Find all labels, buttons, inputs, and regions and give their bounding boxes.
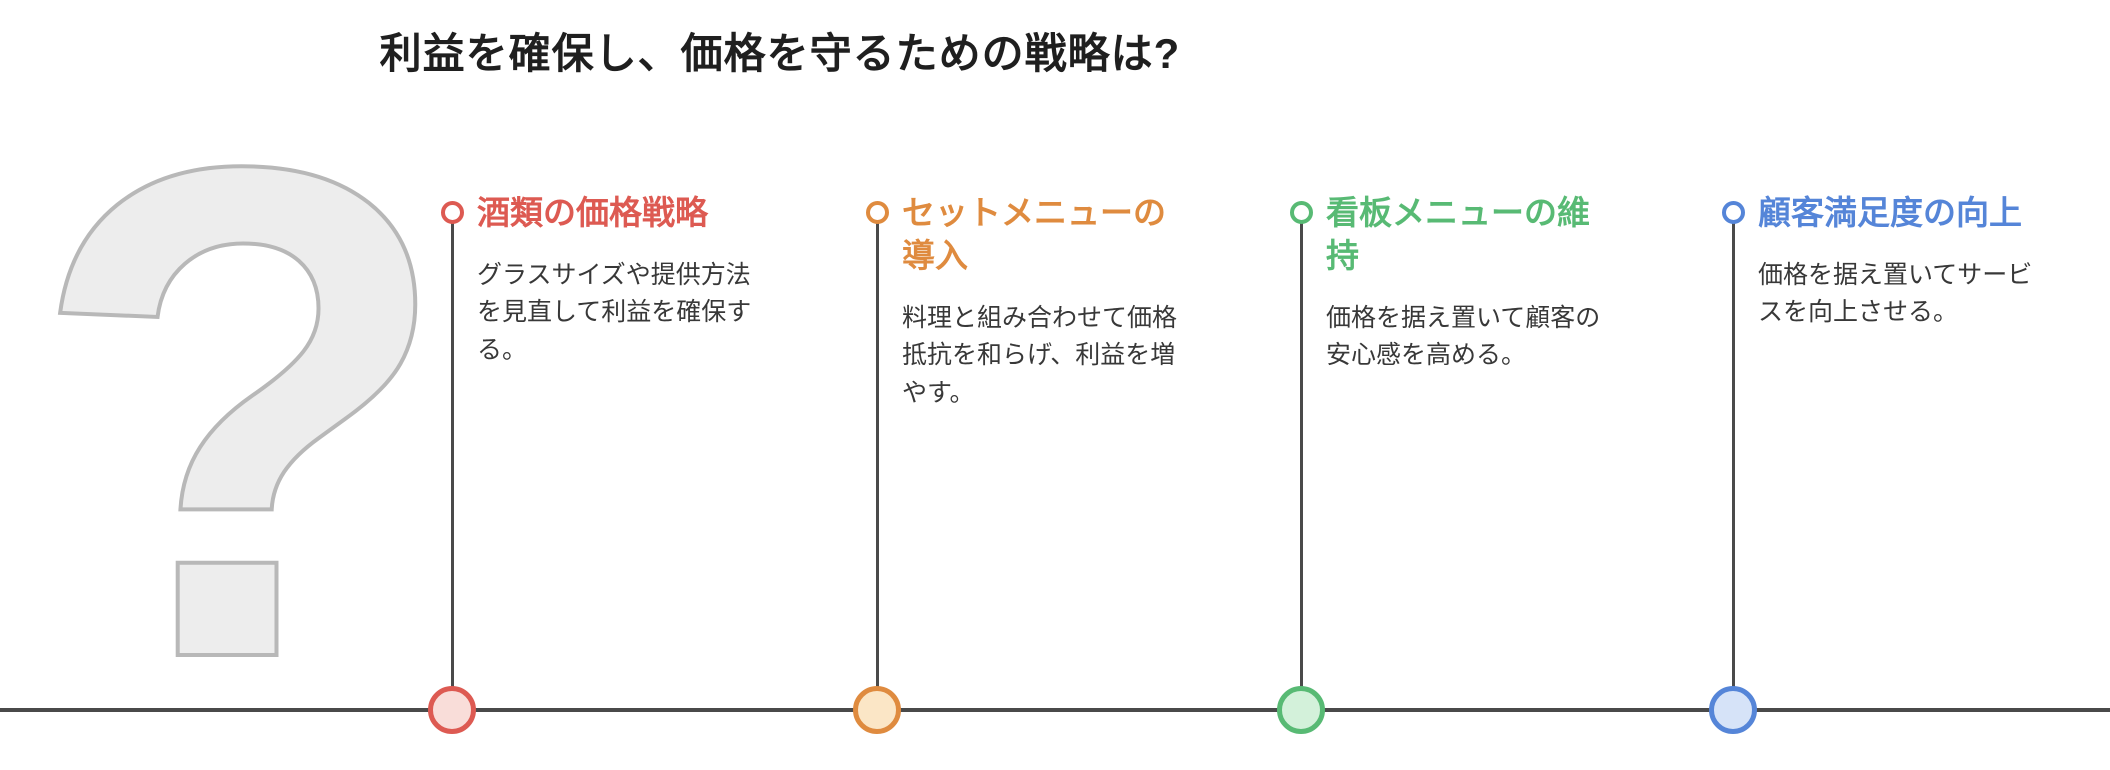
timeline-top-marker-icon: [441, 201, 464, 224]
item-heading: 顧客満足度の向上: [1758, 194, 2022, 231]
timeline-stem: [1300, 212, 1303, 710]
item-heading: 看板メニューの維持: [1326, 194, 1590, 274]
item-description: 価格を据え置いて顧客の安心感を高める。: [1326, 303, 1601, 370]
item-description: 料理と組み合わせて価格抵抗を和らげ、利益を増やす。: [902, 303, 1178, 407]
timeline-item-content: セットメニューの導入 料理と組み合わせて価格抵抗を和らげ、利益を増やす。: [902, 192, 1177, 412]
timeline-node-circle: [428, 686, 476, 734]
timeline-item-content: 顧客満足度の向上 価格を据え置いてサービスを向上させる。: [1758, 192, 2033, 332]
item-description: 価格を据え置いてサービスを向上させる。: [1758, 260, 2033, 327]
timeline-node-circle: [1277, 686, 1325, 734]
timeline-top-marker-icon: [1722, 201, 1745, 224]
item-heading: セットメニューの導入: [902, 194, 1166, 274]
timeline-baseline: [0, 708, 2110, 712]
timeline-node-circle: [853, 686, 901, 734]
timeline-top-marker-icon: [1290, 201, 1313, 224]
timeline-stem: [876, 212, 879, 710]
timeline-item-content: 酒類の価格戦略 グラスサイズや提供方法を見直して利益を確保する。: [477, 192, 752, 369]
page-title: 利益を確保し、価格を守るための戦略は?: [379, 30, 1181, 77]
timeline-stem: [1732, 212, 1735, 710]
timeline-top-marker-icon: [866, 201, 889, 224]
question-mark-graphic: ?: [26, 22, 458, 770]
timeline-stem: [451, 212, 454, 710]
timeline-item-content: 看板メニューの維持 価格を据え置いて顧客の安心感を高める。: [1326, 192, 1601, 375]
timeline-node-circle: [1709, 686, 1757, 734]
item-description: グラスサイズや提供方法を見直して利益を確保する。: [477, 260, 752, 364]
item-heading: 酒類の価格戦略: [477, 194, 708, 231]
